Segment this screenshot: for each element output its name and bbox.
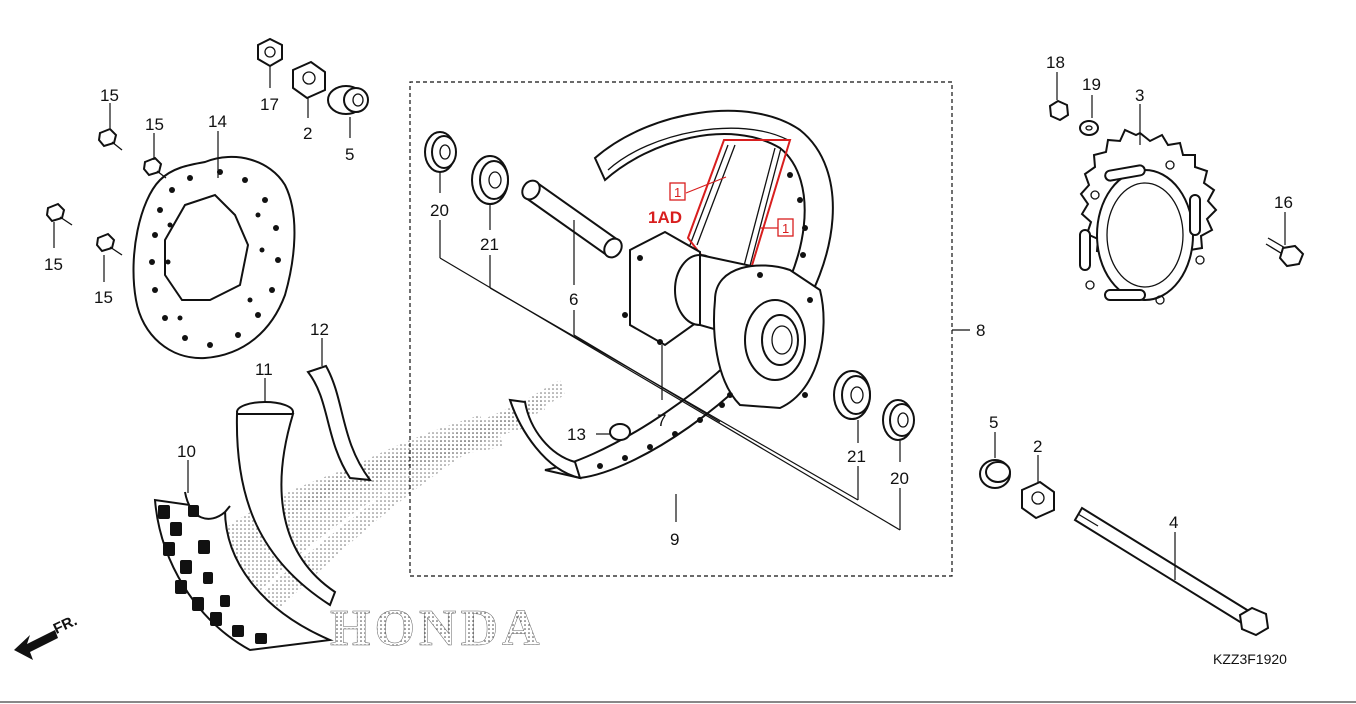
callout-15: 15: [145, 115, 164, 134]
disc-bolt[interactable]: [45, 202, 73, 226]
callout-3: 3: [1135, 86, 1144, 105]
spoke-set-label: 1AD: [648, 208, 682, 227]
brake-disc[interactable]: [132, 155, 296, 360]
callout-7: 7: [657, 411, 666, 430]
spoke-box-label: 1: [674, 185, 681, 200]
front-indicator-label: FR.: [51, 612, 80, 638]
sprocket-washer[interactable]: [1079, 120, 1099, 136]
drawing-code: KZZ3F1920: [1213, 651, 1287, 667]
dust-seal-right[interactable]: [882, 399, 915, 441]
axle-collar-left[interactable]: [327, 85, 369, 115]
wheel-assembly-box: [409, 81, 953, 577]
spoke-box-label: 1: [782, 221, 789, 236]
axle-collar-right[interactable]: [979, 459, 1011, 489]
hub[interactable]: [622, 230, 825, 410]
leader-lines: [53, 66, 1286, 580]
callout-5: 5: [989, 413, 998, 432]
honda-watermark: HONDA: [330, 600, 544, 658]
sprocket-bolt[interactable]: [1265, 237, 1305, 268]
sprocket-nut[interactable]: [1048, 99, 1070, 122]
callout-21: 21: [847, 447, 866, 466]
driven-sprocket[interactable]: [1079, 128, 1218, 305]
bearing-right-inner[interactable]: [833, 370, 871, 420]
callout-15: 15: [44, 255, 63, 274]
distance-collar[interactable]: [519, 177, 626, 261]
callout-21: 21: [480, 235, 499, 254]
tire[interactable]: [153, 491, 334, 652]
callout-11: 11: [255, 360, 273, 379]
disc-bolt[interactable]: [142, 156, 167, 179]
callout-20: 20: [890, 469, 909, 488]
disc-bolt[interactable]: [97, 127, 123, 151]
callout-4: 4: [1169, 513, 1178, 532]
callout-10: 10: [177, 442, 196, 461]
callout-9: 9: [670, 530, 679, 549]
callout-5: 5: [345, 145, 354, 164]
inner-tube[interactable]: [235, 401, 337, 607]
spoke-box: [777, 218, 794, 237]
spoke-box: [669, 182, 686, 201]
callout-2: 2: [303, 124, 312, 143]
bearing-left-inner[interactable]: [471, 155, 509, 205]
callout-14: 14: [208, 112, 227, 131]
disc-bolt[interactable]: [95, 232, 123, 256]
callout-15: 15: [100, 86, 119, 105]
axle-nut[interactable]: [257, 37, 283, 68]
callout-18: 18: [1046, 53, 1065, 72]
rim-band[interactable]: [306, 364, 373, 482]
valve-cap[interactable]: [609, 423, 631, 441]
side-collar-right[interactable]: [1021, 480, 1055, 520]
callout-15: 15: [94, 288, 113, 307]
front-arrow-icon: [14, 630, 58, 660]
callout-13: 13: [567, 425, 586, 444]
callout-20: 20: [430, 201, 449, 220]
callout-8: 8: [976, 321, 985, 340]
axle[interactable]: [1073, 506, 1270, 637]
callout-2: 2: [1033, 437, 1042, 456]
callout-19: 19: [1082, 75, 1101, 94]
callout-6: 6: [569, 290, 578, 309]
callout-17: 17: [260, 95, 279, 114]
callouts: 15 15 15 15 14 17 2 5 12 11 10 20 21 6 7…: [44, 53, 1293, 549]
honda-watermark-text: HONDA: [330, 600, 544, 657]
front-indicator: FR.: [14, 612, 80, 660]
side-collar-left[interactable]: [292, 60, 326, 100]
bearing-left-outer[interactable]: [424, 131, 457, 173]
callout-12: 12: [310, 320, 329, 339]
spoke-labels: 1 1 1AD: [648, 182, 794, 237]
callout-16: 16: [1274, 193, 1293, 212]
